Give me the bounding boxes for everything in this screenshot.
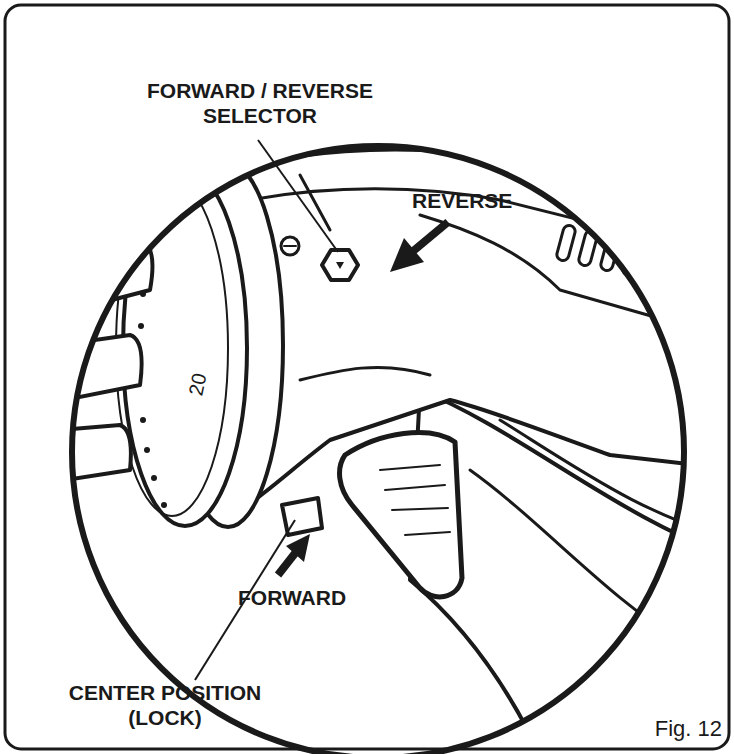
direction-mark [336, 262, 344, 269]
trigger [340, 433, 462, 597]
body-ridge [250, 189, 700, 250]
detail-circle [72, 146, 684, 754]
chuck-grip [60, 240, 152, 312]
callout-label: FORWARD [238, 585, 378, 610]
callout-label: CENTER POSITION (LOCK) [45, 680, 285, 730]
reverse-arrow [412, 222, 448, 252]
reverse-arrowhead [390, 238, 424, 272]
leader-line [258, 140, 338, 252]
grip-edge [470, 470, 680, 640]
body-ridge [420, 215, 700, 330]
screw-slot [284, 245, 296, 247]
figure-caption: Fig. 12 [600, 716, 722, 741]
callout-label: FORWARD / REVERSE SELECTOR [125, 78, 395, 128]
forward-arrowhead [286, 534, 310, 562]
trigger-hatch [380, 465, 450, 535]
body-ridge [300, 175, 330, 230]
forward-arrow [278, 552, 296, 575]
body-ridge [300, 367, 430, 380]
callout-label: REVERSE [412, 188, 532, 213]
selector-button [322, 250, 358, 280]
screw [281, 237, 299, 255]
vent-slots [556, 224, 643, 277]
chuck-grip [60, 335, 142, 400]
